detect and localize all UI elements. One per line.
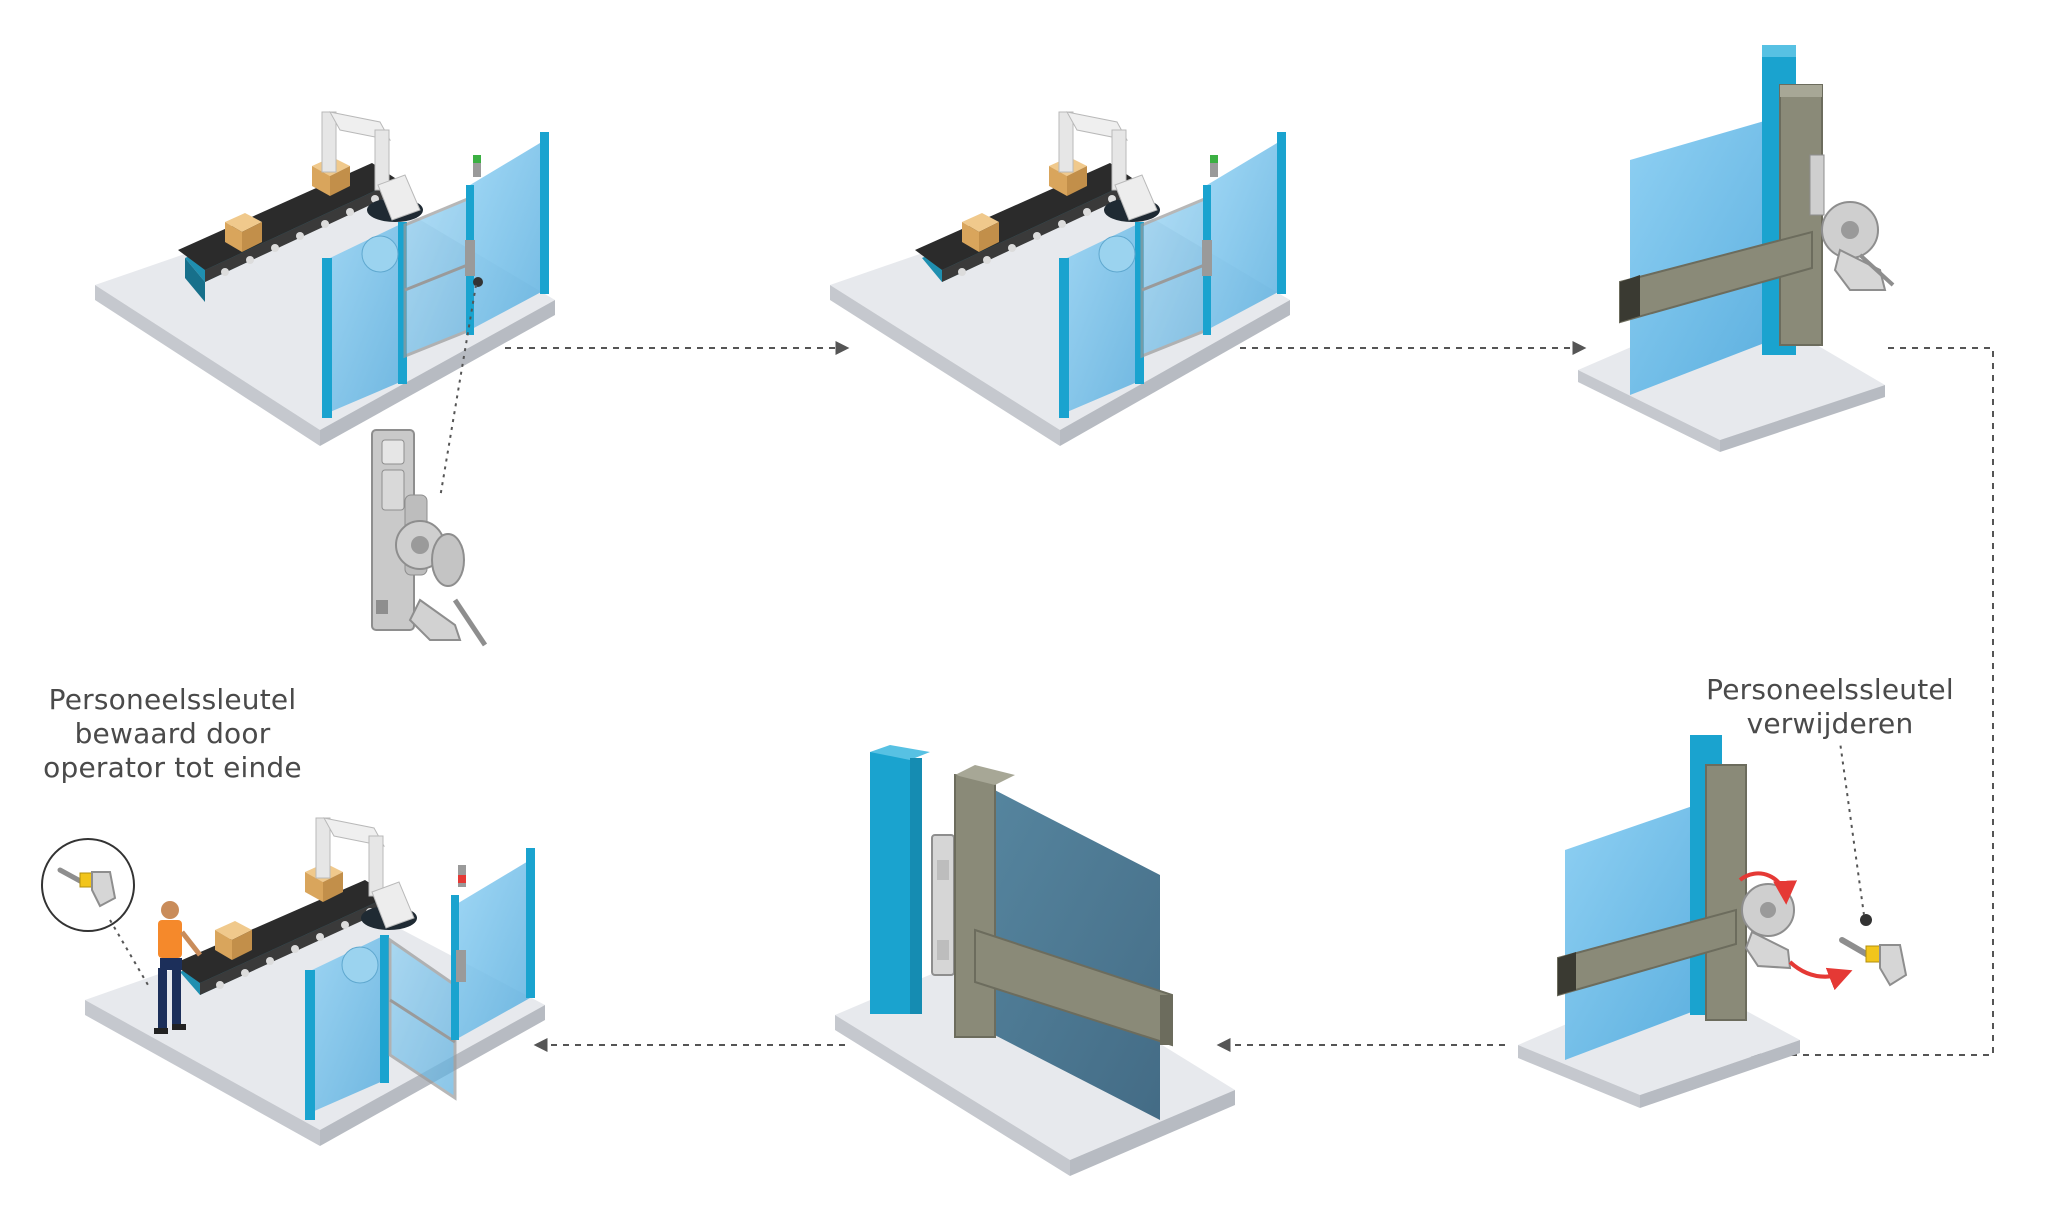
latch-mechanism-icon <box>931 834 955 976</box>
mount-flange <box>341 946 379 984</box>
robot-arm-icon <box>1058 111 1160 222</box>
floor-edge-left <box>95 285 320 446</box>
guard-post <box>1135 222 1144 384</box>
conveyor-belt-side <box>205 180 398 282</box>
operator-worker-icon <box>154 901 202 1034</box>
conveyor-belt <box>173 880 390 983</box>
guard-post <box>540 132 549 294</box>
step-6-operator-in-cell <box>41 817 545 1146</box>
floor-edge <box>1070 1090 1235 1176</box>
callout-leader <box>1839 741 1865 916</box>
robot-arm-icon <box>315 817 417 930</box>
guard-post <box>305 970 315 1120</box>
personnel-key-icon <box>57 867 117 908</box>
floor-edge <box>85 1000 320 1146</box>
guard-post <box>322 258 332 418</box>
guard-panel-right <box>470 140 545 330</box>
door-latch-icon <box>456 950 466 982</box>
flow-arrow-3-4 <box>1746 347 1994 1062</box>
callout-dot <box>473 277 483 287</box>
guard-post <box>526 848 535 998</box>
step-4-remove-key <box>1518 735 1908 1108</box>
mount-flange <box>361 235 399 273</box>
latch-closeup-icon <box>371 429 488 647</box>
floor-edge <box>1578 370 1720 452</box>
caption-remove-key: Personeelssleutel verwijderen <box>1680 673 1980 741</box>
door-latch-icon <box>465 240 475 276</box>
floor-edge <box>1720 385 1885 452</box>
signal-light-icon <box>473 155 481 177</box>
conveyor-rollers <box>958 195 1116 276</box>
caption-line: Personeelssleutel <box>1706 673 1954 706</box>
caption-line: Personeelssleutel <box>48 683 297 716</box>
guard-post <box>451 895 459 1040</box>
caption-line: operator tot einde <box>43 751 302 784</box>
pull-arrow-icon <box>1788 960 1853 991</box>
callout-dot <box>1860 914 1872 926</box>
floor-edge <box>1640 1040 1800 1108</box>
caption-line: verwijderen <box>1746 707 1914 740</box>
signal-light-icon <box>1210 155 1218 177</box>
glass-panel-dark <box>985 785 1160 1120</box>
step-2-robot-cell <box>830 111 1290 446</box>
frame-bar-vertical <box>1705 764 1747 1021</box>
callout-leader <box>109 919 149 986</box>
rotate-arrow-icon <box>1738 871 1797 905</box>
step-1-robot-cell <box>95 111 555 647</box>
conveyor-rollers <box>221 195 379 276</box>
step-3-latch-closeup <box>1578 45 1895 452</box>
floor-edge <box>835 1015 1070 1176</box>
guard-door-open <box>388 937 457 1101</box>
mount-flange <box>1098 235 1136 273</box>
guard-panel-right <box>1207 140 1282 330</box>
floor-edge-right <box>320 300 555 446</box>
personnel-key-icon <box>1839 937 1908 987</box>
guard-post <box>870 752 910 1014</box>
frame-bar-vertical <box>954 774 996 1038</box>
guard-post <box>380 935 389 1083</box>
guard-panel-right <box>455 860 530 1040</box>
floor-edge-right <box>1060 300 1290 446</box>
glass-panel <box>1565 800 1710 1060</box>
latch-mechanism-icon <box>1809 154 1895 291</box>
floor-edge-left <box>830 285 1060 446</box>
glass-panel <box>1630 115 1785 395</box>
box-1-icon <box>225 213 262 252</box>
caption-key-kept: Personeelssleutel bewaard door operator … <box>30 683 315 785</box>
step-5-door-open-closeup <box>835 745 1235 1176</box>
conveyor-belt-side <box>942 180 1135 282</box>
guard-post <box>1277 132 1286 294</box>
floor-edge <box>1518 1045 1640 1108</box>
floor-plate <box>1578 300 1885 440</box>
guard-post <box>1059 258 1069 418</box>
caption-line: bewaard door <box>74 717 271 750</box>
robot-arm-icon <box>321 111 423 222</box>
guard-post <box>398 222 407 384</box>
door-latch-icon <box>1202 240 1212 276</box>
box-1-icon <box>215 921 252 960</box>
box-1-icon <box>962 213 999 252</box>
conveyor-base-front <box>185 258 205 302</box>
